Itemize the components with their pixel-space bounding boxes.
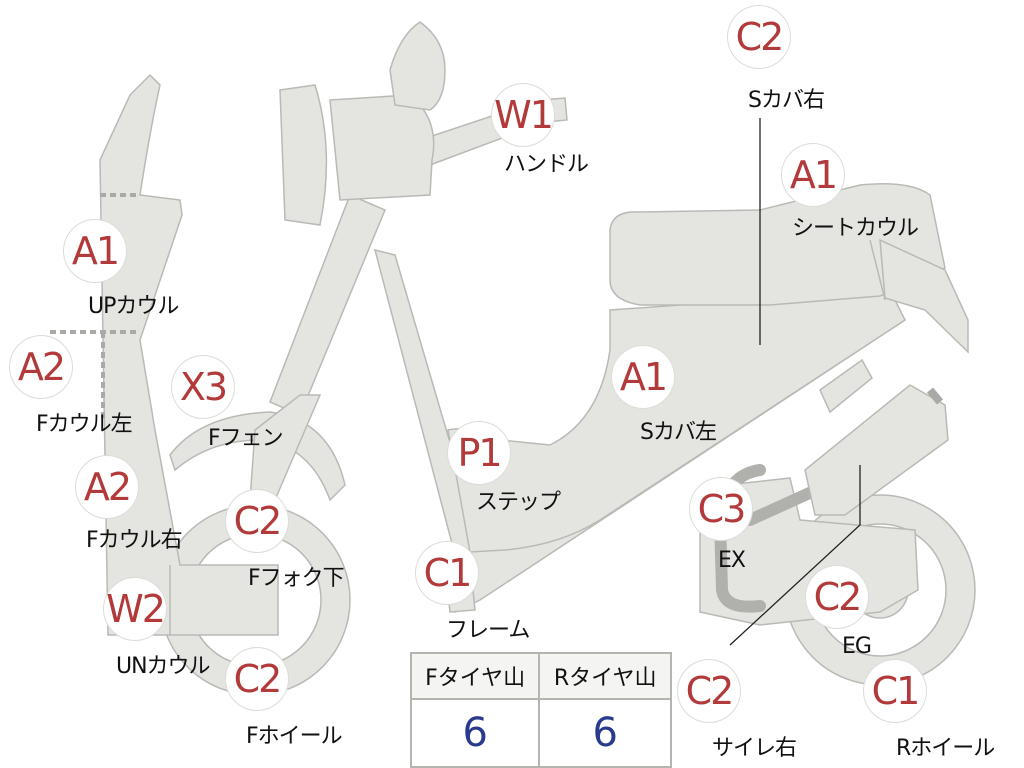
- step-grade: P1: [448, 422, 510, 484]
- front-cowl-shape: [99, 73, 279, 636]
- ffork-lower-grade: C2: [226, 490, 288, 552]
- mirror-shape: [389, 21, 446, 111]
- fwheel-grade: C2: [226, 648, 288, 710]
- seat-cowl-grade: A1: [782, 144, 844, 206]
- handle-label: ハンドル: [504, 152, 589, 177]
- fcowl-left-label: Fカウル左: [36, 412, 133, 437]
- ffender-grade: X3: [172, 356, 234, 418]
- silencer-right-grade: C2: [678, 660, 740, 722]
- up-cowl-label: UPカウル: [88, 294, 179, 319]
- ex-grade: C3: [690, 478, 752, 540]
- tire-tread-table: Fタイヤ山 Rタイヤ山 6 6: [409, 652, 672, 768]
- steering-column-shape: [269, 194, 386, 416]
- rwheel-label: Rホイール: [896, 736, 995, 761]
- rear-tire-value: 6: [538, 698, 672, 768]
- scover-left-grade: A1: [612, 346, 674, 408]
- headlight-shape: [279, 84, 328, 226]
- ffender-label: Fフェン: [208, 426, 284, 451]
- ffork-lower-label: Fフォク下: [248, 566, 345, 591]
- front-tire-header: Fタイヤ山: [409, 652, 541, 700]
- silencer-right-leader: [729, 465, 861, 646]
- frame-grade: C1: [416, 542, 478, 604]
- frame-label: フレーム: [446, 618, 530, 643]
- front-tire-value: 6: [409, 698, 541, 768]
- fcowl-right-label: Fカウル右: [86, 528, 183, 553]
- un-cowl-grade: W2: [104, 578, 166, 640]
- seat-shape: [609, 183, 946, 306]
- rear-tire-header: Rタイヤ山: [538, 652, 672, 700]
- scover-right-label: Sカバ右: [748, 88, 825, 113]
- un-cowl-label: UNカウル: [116, 654, 211, 679]
- seat-cowl-label: シートカウル: [792, 216, 919, 241]
- fork-shape: [249, 394, 322, 501]
- scover-left-label: Sカバ左: [640, 420, 717, 445]
- eg-grade: C2: [806, 566, 868, 628]
- fwheel-label: Fホイール: [246, 724, 343, 749]
- fcowl-left-grade: A2: [10, 336, 72, 398]
- silencer-right-label: サイレ右: [712, 736, 797, 761]
- fcowl-right-grade: A2: [76, 456, 138, 518]
- rwheel-grade: C1: [864, 660, 926, 722]
- ex-label: EX: [718, 548, 746, 573]
- scover-right-grade: C2: [728, 6, 790, 68]
- silencer-shape: [804, 384, 949, 516]
- handle-grade: W1: [492, 84, 554, 146]
- headlight-cover-shape: [329, 94, 435, 201]
- up-cowl-grade: A1: [64, 220, 126, 282]
- eg-label: EG: [842, 634, 872, 659]
- step-label: ステップ: [476, 490, 561, 515]
- shock-shape: [819, 358, 873, 414]
